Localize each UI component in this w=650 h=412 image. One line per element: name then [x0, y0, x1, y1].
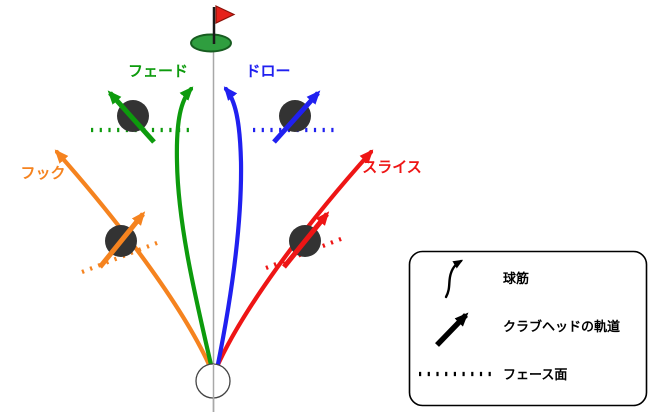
legend-club-path-icon	[435, 312, 469, 347]
hook-face-line	[81, 239, 163, 274]
legend-ball-flight-icon	[444, 259, 464, 299]
slice-label: スライス	[362, 158, 422, 176]
legend-box	[408, 250, 648, 407]
flag-icon	[190, 5, 236, 53]
fade-impact-icon	[91, 90, 193, 144]
flag-banner-icon	[215, 5, 236, 24]
legend: 球筋 クラブヘッドの軌道 フェース面	[408, 250, 648, 407]
slice-club-path-arrow	[282, 211, 330, 269]
hook-trajectory	[54, 149, 214, 372]
legend-club-path-label: クラブヘッドの軌道	[503, 319, 620, 335]
hook-label: フック	[20, 164, 65, 182]
draw-label: ドロー	[245, 62, 290, 80]
slice-trajectory	[213, 149, 374, 372]
hook-impact-icon	[81, 211, 163, 274]
putting-green-icon	[190, 33, 232, 53]
draw-impact-icon	[253, 90, 337, 144]
fade-club-path-arrow	[107, 90, 156, 144]
hook-club-path-arrow	[98, 211, 146, 269]
fade-label: フェード	[128, 62, 188, 80]
slice-face-line	[265, 235, 347, 270]
legend-face-line-label: フェース面	[503, 368, 567, 383]
draw-club-path-arrow	[272, 90, 321, 144]
slice-impact-icon	[265, 211, 347, 270]
fade-trajectory	[174, 86, 215, 372]
draw-trajectory	[214, 86, 244, 372]
legend-ball-flight-label: 球筋	[503, 271, 529, 287]
